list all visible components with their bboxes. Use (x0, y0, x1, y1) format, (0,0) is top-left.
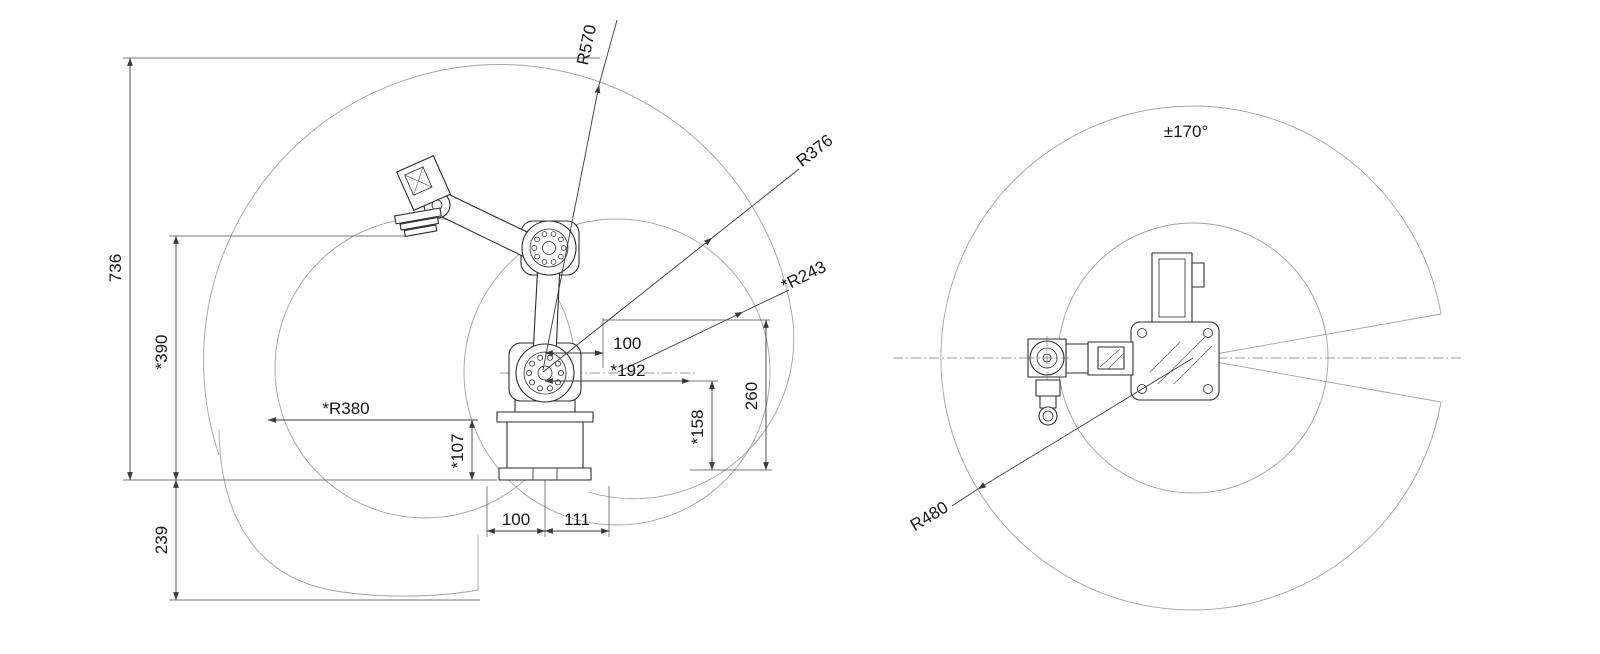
dim-label-260: 260 (742, 382, 761, 410)
dim-label-r480: R480 (907, 498, 952, 535)
arm-connector (1191, 262, 1205, 288)
upper-arm-top (1151, 252, 1193, 324)
dim-label-r376: R376 (793, 131, 837, 171)
robot-side-silhouette (394, 155, 594, 481)
end-effector-block (396, 155, 451, 211)
side-view: 736 *390 239 R570 R376 *R243 100 *192 26… (106, 19, 836, 601)
top-view: ±170° R480 (893, 105, 1463, 611)
dim-label-736: 736 (106, 254, 125, 282)
rotation-range-outer-arc (940, 105, 1442, 611)
dim-label-100-bottom: 100 (502, 510, 530, 529)
base-flange (496, 411, 594, 423)
rotation-wedge-line-lower (1192, 357, 1442, 403)
side-dimensions (123, 19, 800, 601)
gripper-block (1097, 346, 1125, 370)
base-bottom-plate (498, 467, 592, 481)
envelope-outer-arc (203, 64, 793, 456)
base-body (506, 421, 584, 469)
body-top (1130, 321, 1220, 401)
dim-label-100-top: 100 (613, 334, 641, 353)
dim-label-111: 111 (564, 510, 590, 529)
elbow-attachment-circle (1038, 406, 1058, 426)
dim-label-r570: R570 (573, 23, 600, 67)
dim-label-r380: *R380 (322, 399, 369, 418)
side-work-envelope (203, 64, 795, 597)
dim-label-r243: *R243 (778, 257, 829, 295)
elbow-attachment-1 (1035, 379, 1061, 397)
rotation-wedge-line-upper (1192, 313, 1442, 359)
elbow-attachment-2 (1039, 395, 1057, 409)
wrist-unit-top (1065, 343, 1089, 374)
envelope-right-lower-arc (587, 314, 795, 500)
dim-label-239: 239 (152, 526, 171, 554)
dim-label-192: *192 (611, 361, 646, 380)
dim-label-158: *158 (688, 410, 707, 445)
dim-label-390: *390 (152, 335, 171, 370)
top-dimensions (951, 357, 1194, 507)
top-work-envelope (893, 105, 1463, 611)
envelope-bottom-lobe (218, 429, 479, 597)
envelope-inner-circle-right (463, 218, 771, 526)
lower-arm-link (532, 261, 561, 356)
dim-label-107: *107 (448, 434, 467, 469)
side-dimension-labels: 736 *390 239 R570 R376 *R243 100 *192 26… (106, 23, 836, 554)
tool-flange-stack (394, 207, 442, 237)
dim-label-rotation-range: ±170° (1164, 122, 1209, 141)
robot-top-silhouette (1025, 252, 1220, 426)
